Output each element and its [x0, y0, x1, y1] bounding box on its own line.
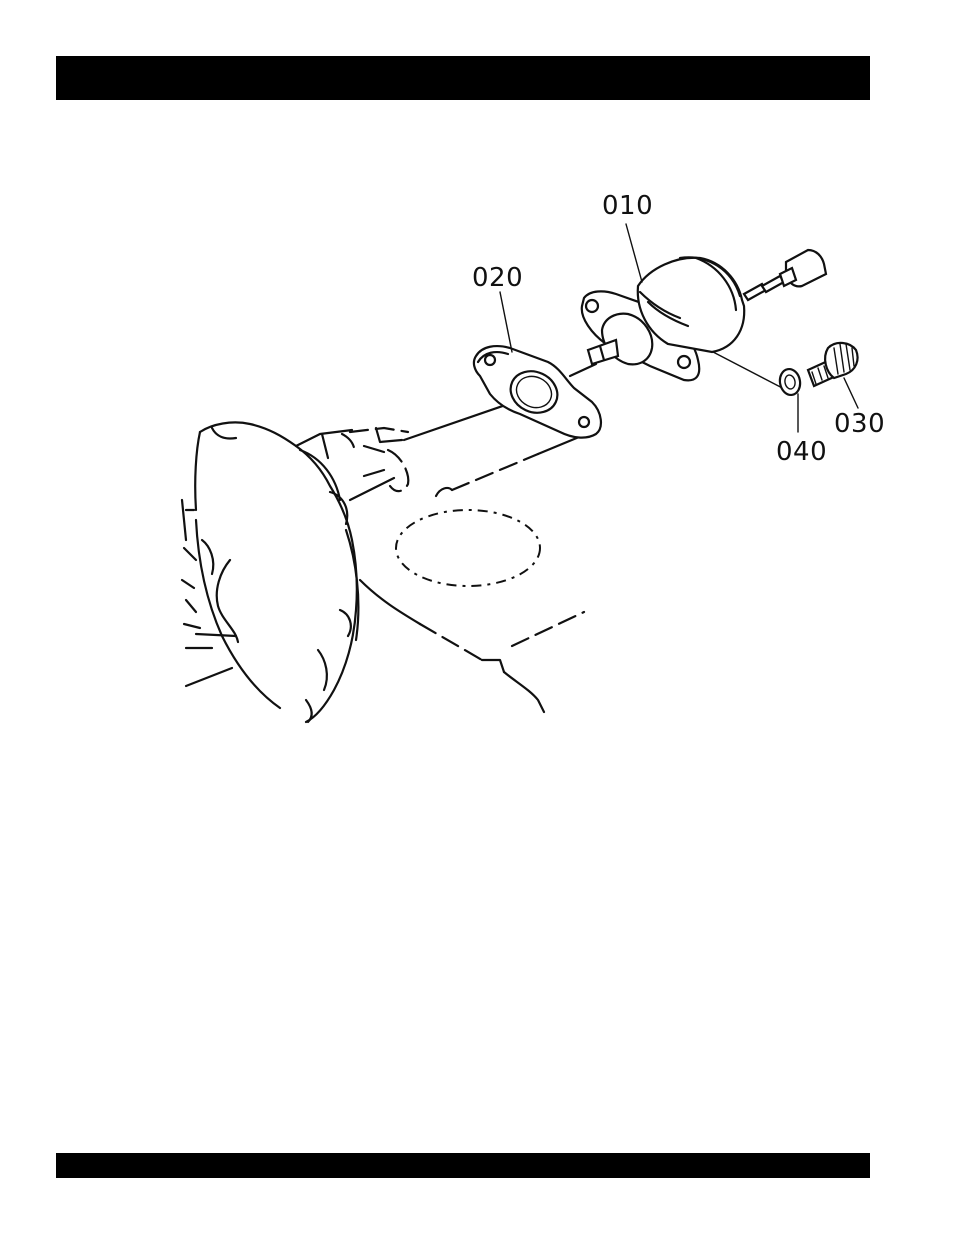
- screw-030: [808, 343, 858, 386]
- gasket-020: [474, 346, 601, 438]
- callout-010: 010: [602, 191, 653, 221]
- callout-020: 020: [472, 263, 523, 293]
- washer-040: [778, 367, 802, 396]
- solenoid-010: [582, 250, 826, 380]
- footer-bar: [56, 1153, 870, 1178]
- callout-040: 040: [776, 437, 827, 467]
- engine-housing: [182, 422, 584, 722]
- callout-030: 030: [834, 409, 885, 439]
